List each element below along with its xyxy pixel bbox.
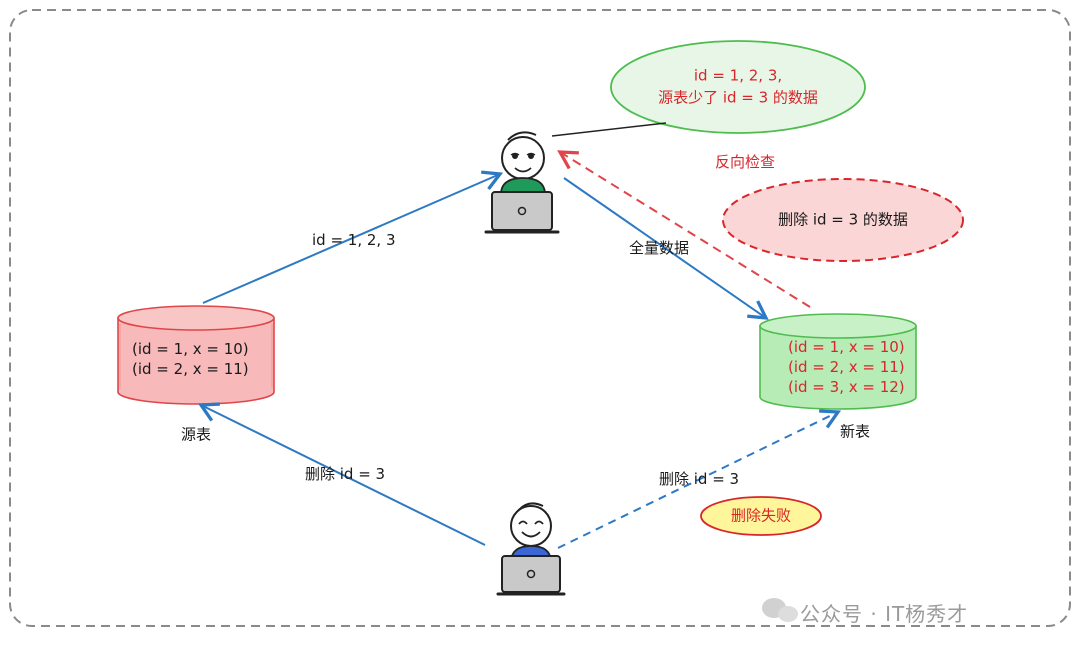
- bubble-connector: [551, 122, 667, 137]
- new-table-cylinder: [759, 313, 917, 410]
- wechat-icon: [762, 598, 798, 622]
- edge-label-top-to-new: 全量数据: [629, 239, 690, 257]
- source-table-cylinder: [117, 305, 275, 405]
- result-bubble-line2: 源表少了 id = 3 的数据: [658, 88, 818, 107]
- new-row-1: (id = 1, x = 10): [788, 338, 905, 356]
- source-row-1: (id = 1, x = 10): [132, 340, 249, 358]
- delete-bubble: [722, 178, 964, 262]
- outer-frame: [9, 9, 1071, 627]
- result-bubble-line1: id = 1, 2, 3,: [693, 66, 783, 85]
- new-table-name: 新表: [839, 422, 871, 441]
- edge-label-reverse-check: 反向检查: [715, 153, 776, 171]
- top-person-icon: [484, 131, 560, 234]
- watermark-text: 公众号 · IT杨秀才: [800, 602, 969, 626]
- new-row-3: (id = 3, x = 12): [788, 378, 905, 396]
- edge-label-bottom-to-new: 删除 id = 3: [659, 470, 740, 488]
- arrow-bottom-to-new: [557, 409, 842, 549]
- arrow-bottom-to-source: [197, 402, 486, 546]
- new-row-2: (id = 2, x = 11): [788, 358, 905, 376]
- bottom-person-icon: [496, 502, 566, 596]
- edge-label-bottom-to-source: 删除 id = 3: [305, 465, 386, 483]
- result-bubble: [610, 40, 866, 134]
- arrow-reverse-check: [557, 150, 811, 308]
- delete-bubble-text: 删除 id = 3 的数据: [778, 210, 908, 229]
- arrow-source-to-top: [202, 170, 504, 304]
- edge-label-source-to-top: id = 1, 2, 3: [312, 231, 396, 249]
- fail-bubble-text: 删除失败: [730, 506, 792, 525]
- source-table-name: 源表: [180, 425, 212, 444]
- fail-bubble: [700, 496, 822, 536]
- source-row-2: (id = 2, x = 11): [132, 360, 249, 378]
- arrow-top-to-new: [563, 177, 769, 320]
